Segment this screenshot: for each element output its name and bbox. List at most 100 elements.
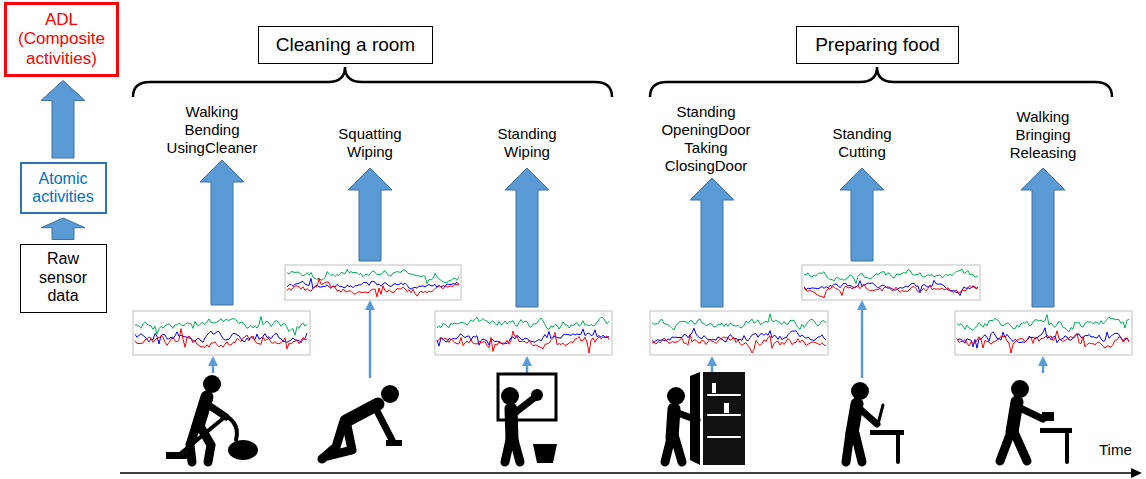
block-arrow: [505, 168, 549, 307]
cutting-person: [896, 435, 900, 462]
fridge-person: [724, 403, 729, 413]
wiping-floor-person: [322, 424, 343, 459]
vacuuming-person: [166, 452, 188, 459]
carrying-person: [1012, 402, 1017, 432]
sensor-plot: [133, 311, 310, 355]
fridge-person: [675, 438, 682, 462]
sensor-plot: [285, 265, 461, 300]
cutting-person: [855, 433, 862, 462]
block-arrow: [348, 168, 392, 261]
curly-brace: [650, 67, 1112, 97]
thin-arrow: [213, 303, 1043, 378]
time-axis: [1131, 468, 1142, 478]
fridge-person: [665, 438, 671, 462]
carrying-person: [1014, 432, 1027, 461]
sensor-plot: [804, 280, 978, 295]
box-text: ADL (Composite activities): [11, 10, 112, 69]
cutting-person: [846, 433, 850, 462]
cutting-person: [860, 409, 877, 424]
sensor-plot: [135, 317, 307, 336]
cutting-person: [851, 382, 869, 400]
fridge-person: [708, 394, 740, 396]
box-text: Preparing food: [815, 34, 940, 56]
thin-arrow: [526, 359, 529, 373]
sensor-plot: [804, 269, 978, 283]
wiping-window-person: [501, 387, 519, 405]
block-arrow: [200, 160, 1065, 307]
sensor-plot: [287, 278, 459, 289]
atomic-activity-list: Squatting Wiping: [338, 125, 401, 161]
sensor-plot: [955, 311, 1132, 355]
sensor-plot: [133, 265, 1132, 355]
fridge-person: [712, 383, 716, 393]
block-arrow: [840, 168, 884, 261]
vacuuming-person: [166, 375, 258, 462]
composite-activity-box: Preparing food: [796, 26, 959, 64]
wiping-window-person: [533, 444, 557, 463]
fridge-person: [678, 413, 697, 420]
wiping-floor-person: [376, 409, 392, 440]
atomic-activity-list: Standing Cutting: [832, 125, 891, 161]
sensor-plot: [437, 317, 609, 329]
carrying-person: [1020, 408, 1043, 419]
thin-arrow: [212, 359, 215, 373]
block-arrow: [1021, 168, 1065, 307]
box-text: Raw sensor data: [25, 250, 102, 305]
carrying-person: [1000, 380, 1072, 462]
level-arrow: [41, 81, 85, 159]
cutting-person: [846, 382, 904, 462]
vacuuming-person: [200, 426, 211, 462]
sensor-plot: [435, 311, 612, 355]
wiping-floor-person: [322, 385, 402, 459]
sensor-plot: [802, 265, 980, 300]
sensor-plot: [437, 331, 609, 353]
wiping-floor-person: [386, 440, 402, 446]
thin-arrow: [369, 303, 372, 378]
wiping-window-person: [511, 409, 512, 440]
fridge-person: [708, 436, 740, 438]
atomic-activity-list: Walking Bringing Releasing: [1010, 108, 1077, 162]
fridge-person: [703, 372, 745, 465]
vacuuming-person: [203, 375, 221, 393]
wiping-window-person: [514, 440, 520, 462]
vacuuming-person: [190, 426, 196, 462]
atomic-activity-list: Standing Wiping: [497, 125, 556, 161]
fridge-person: [667, 387, 685, 405]
sensor-plot: [652, 314, 826, 330]
time-axis: [120, 468, 1142, 478]
wiping-window-person: [498, 374, 557, 463]
sensor-plot: [287, 279, 459, 297]
fridge-person: [672, 409, 674, 438]
vacuuming-person: [204, 402, 226, 417]
sensor-plot: [957, 315, 1129, 332]
sensor-plot: [135, 329, 307, 349]
wiping-floor-person: [381, 385, 399, 403]
wiping-window-person: [516, 398, 534, 412]
block-arrow: [200, 160, 244, 305]
composite-level-box: ADL (Composite activities): [4, 2, 119, 77]
box-text: Cleaning a room: [276, 34, 415, 56]
time-axis: [120, 472, 1133, 473]
carrying-person: [1011, 380, 1029, 398]
fridge-person: [665, 372, 745, 465]
axis-label: Time: [1099, 441, 1132, 459]
composite-activity-box: Cleaning a room: [258, 26, 433, 64]
carrying-person: [1000, 432, 1011, 461]
atomic-activity-list: Walking Bending UsingCleaner: [167, 103, 258, 157]
curly-brace: [133, 67, 612, 97]
vacuuming-person: [226, 416, 237, 440]
carrying-person: [1042, 412, 1054, 421]
wiping-window-person: [505, 440, 510, 462]
curly-brace: [133, 67, 1112, 97]
atomic-level-box: Atomic activities: [20, 162, 107, 214]
level-arrow: [41, 218, 85, 240]
wiping-window-person: [531, 389, 543, 401]
atomic-activity-list: Standing OpeningDoor Taking ClosingDoor: [661, 103, 750, 175]
thin-arrow: [861, 303, 864, 378]
sensor-plot: [652, 334, 826, 353]
fridge-person: [708, 414, 740, 416]
sensor-plot: [652, 328, 826, 342]
wiping-floor-person: [346, 404, 378, 421]
